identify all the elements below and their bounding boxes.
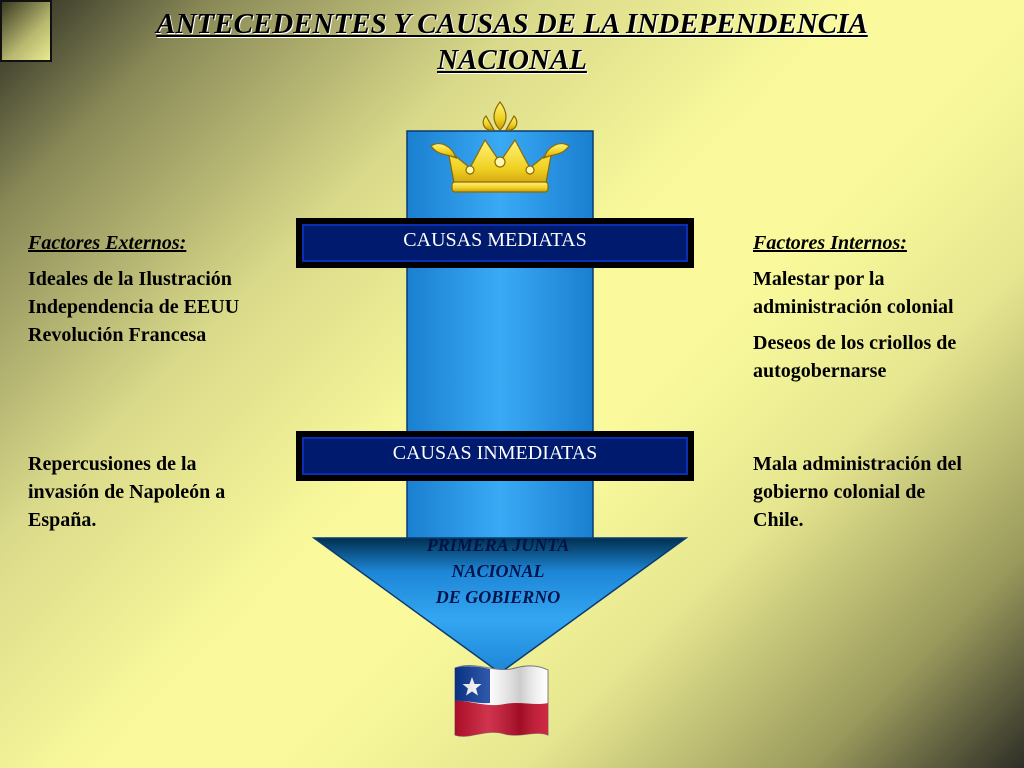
externo-item: Ideales de la Ilustración (28, 268, 232, 290)
causas-mediatas-band: CAUSAS MEDIATAS (296, 218, 694, 268)
interno-inmediata-line: Chile. (753, 509, 804, 531)
externo-item: Revolución Francesa (28, 324, 207, 346)
interno-inmediata: Mala administración del gobierno colonia… (753, 450, 1013, 534)
factores-internos: Factores Internos: Malestar por la admin… (753, 229, 1013, 393)
interno-inmediata-line: gobierno colonial de (753, 481, 926, 503)
interno-item-1-line: administración colonial (753, 296, 954, 318)
crown-icon (430, 101, 570, 193)
interno-item-1: Malestar por la administración colonial (753, 265, 1013, 321)
chile-flag-icon (454, 664, 549, 737)
externo-item: Independencia de EEUU (28, 296, 240, 318)
interno-item-1-line: Malestar por la (753, 268, 885, 290)
arrow-head (311, 537, 689, 674)
title-line-1: ANTECEDENTES Y CAUSAS DE LA INDEPENDENCI… (156, 8, 868, 40)
interno-item-2-line: autogobernarse (753, 360, 887, 382)
causas-mediatas-label: CAUSAS MEDIATAS (302, 224, 688, 262)
externo-inmediata-line: invasión de Napoleón a (28, 481, 226, 503)
arrow-tip-line-1: PRIMERA JUNTA (426, 535, 570, 555)
externo-inmediata-line: Repercusiones de la (28, 453, 197, 475)
arrow-tip-label: PRIMERA JUNTA NACIONAL DE GOBIERNO (380, 532, 616, 610)
factores-internos-header: Factores Internos: (753, 232, 907, 254)
interno-item-2-line: Deseos de los criollos de (753, 332, 957, 354)
factores-externos-header: Factores Externos: (28, 232, 187, 254)
causas-inmediatas-band: CAUSAS INMEDIATAS (296, 431, 694, 481)
arrow-tip-line-2: NACIONAL (451, 561, 545, 581)
causas-inmediatas-label: CAUSAS INMEDIATAS (302, 437, 688, 475)
title-line-2: NACIONAL (437, 44, 587, 76)
interno-inmediata-line: Mala administración del (753, 453, 962, 475)
interno-item-2: Deseos de los criollos de autogobernarse (753, 329, 1013, 385)
externo-inmediata-line: España. (28, 509, 97, 531)
page-title: ANTECEDENTES Y CAUSAS DE LA INDEPENDENCI… (0, 6, 1024, 78)
externo-inmediata: Repercusiones de la invasión de Napoleón… (28, 450, 288, 534)
arrow-tip-line-3: DE GOBIERNO (435, 587, 561, 607)
factores-externos: Factores Externos: Ideales de la Ilustra… (28, 229, 288, 349)
corner-decoration (0, 0, 52, 62)
